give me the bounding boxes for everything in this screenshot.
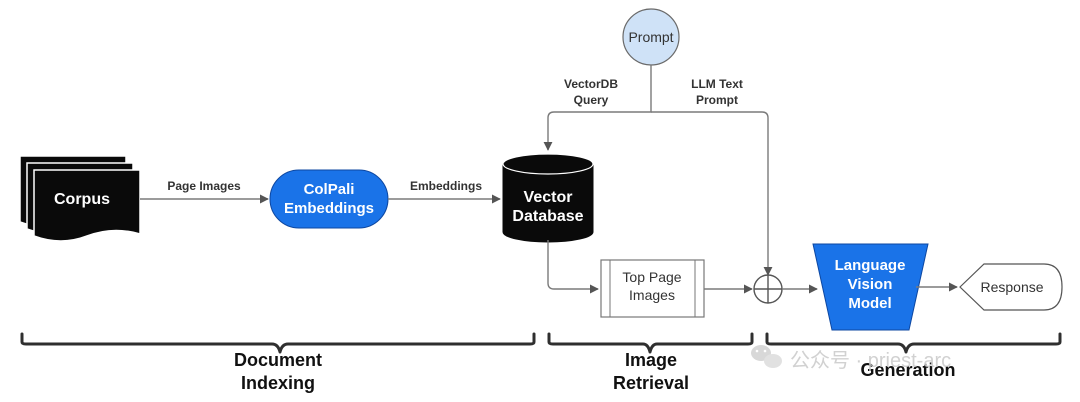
edge-label-page-images: Page Images [167, 179, 241, 193]
edge-label-embeddings: Embeddings [410, 179, 482, 193]
section-label-indexing-1: Document [234, 350, 322, 370]
section-label-retrieval-2: Retrieval [613, 373, 689, 393]
combiner-node [753, 274, 783, 304]
section-label-generation: Generation [860, 360, 955, 380]
watermark: 公众号 · priest-arc [751, 345, 951, 372]
edge-label-vectordb-query-1: VectorDB [564, 77, 618, 91]
corpus-node: Corpus [19, 155, 141, 242]
lvm-label-line1: Language [835, 257, 906, 274]
vector-database-node: Vector Database [502, 153, 594, 243]
vector-db-label-line2: Database [512, 208, 583, 225]
edge-retrieval [547, 240, 599, 294]
top-page-images-line2: Images [629, 287, 675, 303]
top-page-images-line1: Top Page [622, 269, 681, 285]
top-page-images-node: Top Page Images [600, 259, 705, 318]
prompt-label: Prompt [628, 29, 673, 45]
response-label: Response [980, 279, 1043, 295]
language-vision-model-node: Language Vision Model [812, 243, 929, 331]
wechat-icon [751, 345, 782, 368]
watermark-text: 公众号 · priest-arc [790, 349, 951, 372]
brace-generation [765, 332, 1062, 354]
section-label-retrieval-1: Image [625, 350, 677, 370]
edge-label-llm-text-prompt-2: Prompt [696, 93, 738, 107]
edge-label-llm-text-prompt-1: LLM Text [691, 77, 743, 91]
brace-document-indexing [20, 332, 536, 354]
corpus-label: Corpus [54, 191, 110, 208]
response-node: Response [959, 263, 1063, 311]
colpali-node: ColPali Embeddings [269, 169, 389, 229]
edge-llm-text-prompt [651, 111, 773, 276]
vector-db-label-line1: Vector [524, 189, 573, 206]
lvm-label-line3: Model [848, 295, 891, 312]
colpali-label-line1: ColPali [304, 181, 355, 198]
edge-label-vectordb-query-2: Query [574, 93, 609, 107]
section-label-indexing-2: Indexing [241, 373, 315, 393]
brace-image-retrieval [547, 332, 754, 354]
colpali-label-line2: Embeddings [284, 200, 374, 217]
edge-vectordb-query [543, 65, 652, 151]
prompt-node: Prompt [622, 8, 680, 66]
lvm-label-line2: Vision [848, 276, 893, 293]
